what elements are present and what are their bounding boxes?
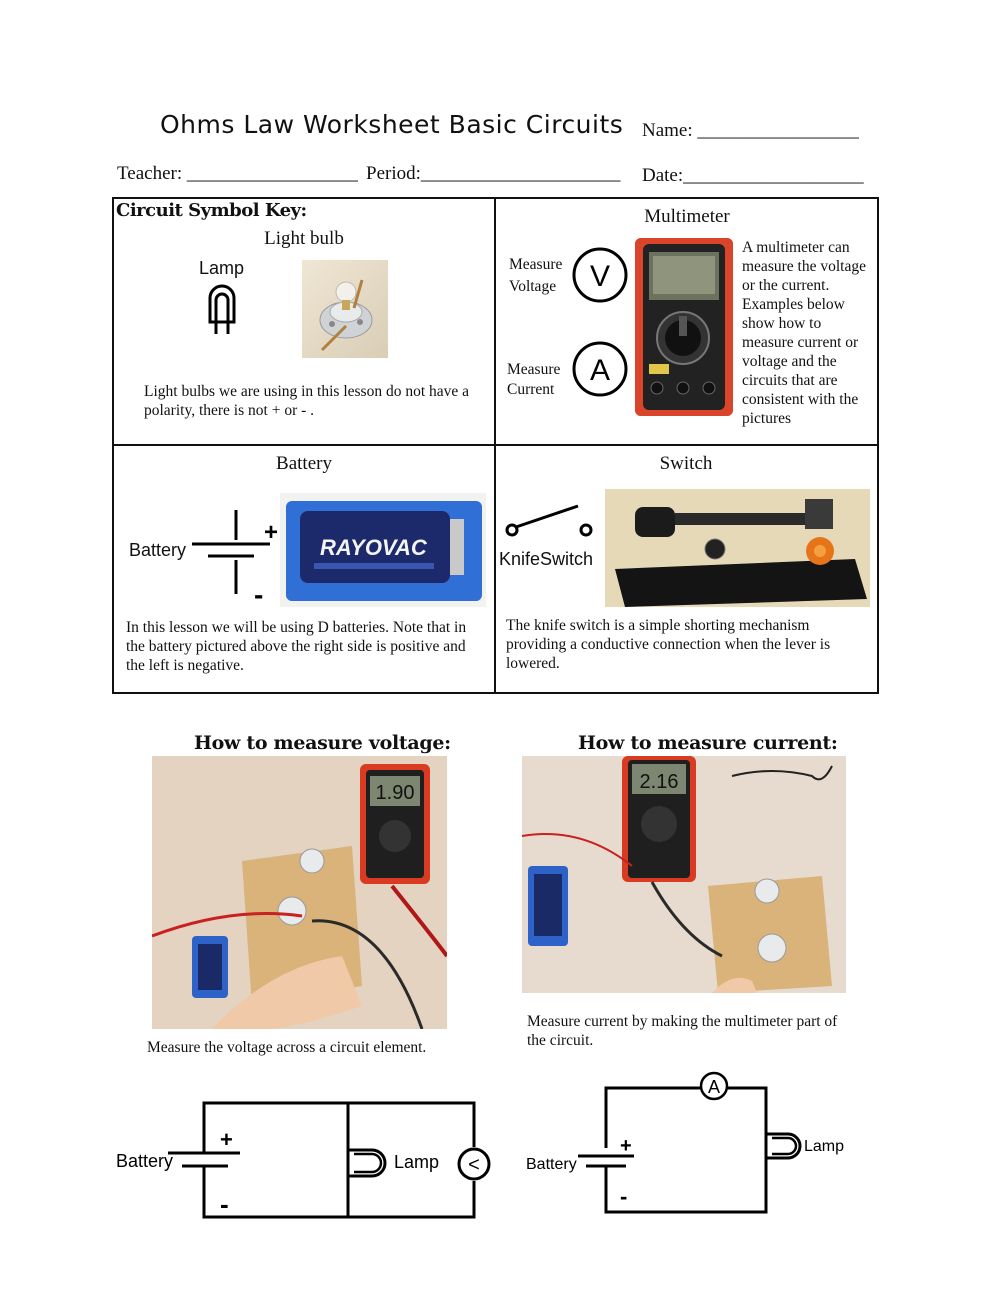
svg-text:+: +: [264, 519, 278, 546]
knife-switch-photo: [605, 489, 870, 607]
svg-text:-: -: [220, 1189, 229, 1219]
current-caption: Measure current by making the multimeter…: [527, 1013, 838, 1049]
svg-text:+: +: [620, 1135, 632, 1157]
svg-text:Battery: Battery: [526, 1156, 577, 1173]
measure-current-label: Measure Current: [507, 361, 561, 398]
page-title: Ohms Law Worksheet Basic Circuits: [160, 110, 624, 139]
lamp-symbol-label: Lamp: [199, 258, 245, 278]
knife-switch-label: KnifeSwitch: [499, 549, 594, 569]
svg-text:Battery: Battery: [116, 1151, 173, 1171]
battery-title: Battery: [276, 453, 332, 474]
svg-text:-: -: [620, 1184, 627, 1209]
ammeter-symbol-icon: A: [572, 341, 628, 397]
battery-symbol-icon: + -: [192, 510, 278, 604]
svg-text:1.90: 1.90: [376, 782, 415, 804]
current-measurement-photo: 2.16: [522, 756, 846, 993]
date-field: Date:___________________: [642, 165, 864, 186]
multimeter-title: Multimeter: [644, 206, 730, 227]
current-circuit-diagram: A Battery + - Lamp: [526, 1071, 844, 1214]
battery-symbol-label: Battery: [129, 540, 187, 560]
period-field: Period:_____________________: [366, 163, 621, 184]
lightbulb-title: Light bulb: [264, 228, 344, 249]
battery-photo: RAYOVAC: [280, 493, 486, 607]
table-horizontal-divider: [112, 444, 879, 446]
svg-text:A: A: [708, 1077, 720, 1097]
voltmeter-symbol-icon: V: [572, 247, 628, 303]
measure-current-heading: How to measure current:: [578, 732, 838, 754]
measure-voltage-heading: How to measure voltage:: [194, 732, 451, 754]
multimeter-photo: [635, 238, 733, 416]
svg-text:-: -: [254, 579, 263, 604]
svg-text:Lamp: Lamp: [804, 1138, 844, 1155]
name-field: Name: _________________: [642, 120, 859, 141]
battery-description: In this lesson we will be using D batter…: [126, 619, 467, 674]
measure-voltage-label: Measure Voltage: [509, 256, 563, 295]
svg-text:Lamp: Lamp: [394, 1152, 439, 1172]
voltage-circuit-diagram: Battery + - Lamp <: [116, 1101, 491, 1219]
voltage-measurement-photo: 1.90: [152, 756, 447, 1029]
svg-text:RAYOVAC: RAYOVAC: [320, 535, 428, 560]
switch-description: The knife switch is a simple shorting me…: [506, 617, 831, 672]
svg-text:<: <: [468, 1154, 480, 1176]
svg-text:A: A: [590, 354, 610, 387]
teacher-field: Teacher: __________________: [117, 163, 358, 184]
svg-text:V: V: [590, 260, 610, 293]
multimeter-description: A multimeter can measure the voltage or …: [742, 239, 866, 427]
svg-text:2.16: 2.16: [640, 771, 679, 793]
knife-switch-symbol-icon: [505, 504, 593, 537]
switch-title: Switch: [659, 453, 713, 474]
symbol-key-heading: Circuit Symbol Key:: [116, 200, 307, 221]
lamp-symbol-icon: [208, 284, 236, 334]
voltage-caption: Measure the voltage across a circuit ele…: [147, 1039, 427, 1056]
lightbulb-photo: [302, 260, 388, 358]
svg-text:+: +: [220, 1127, 233, 1152]
lightbulb-description: Light bulbs we are using in this lesson …: [144, 383, 470, 419]
